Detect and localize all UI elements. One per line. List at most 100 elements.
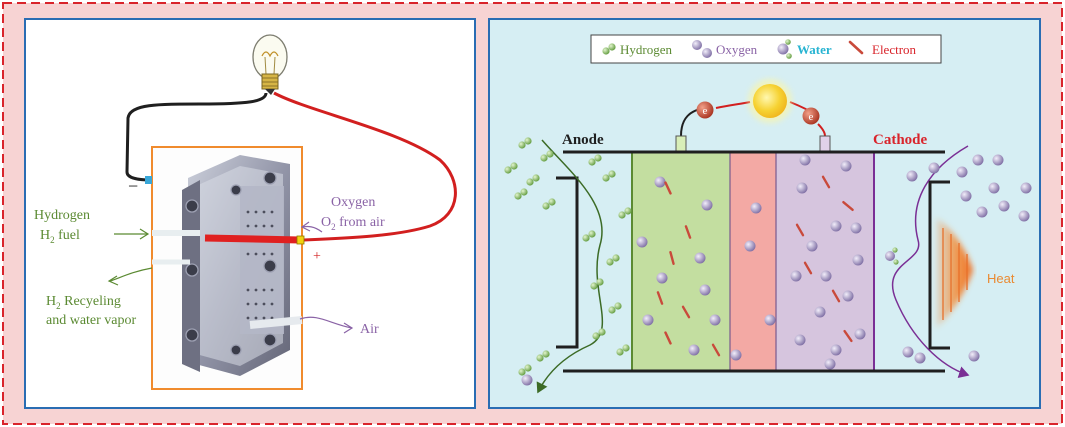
oxygen-label: Oxygen [331,195,375,210]
oxygen-atom [814,306,826,318]
fuel-cell-bolts [185,171,277,356]
hydrogen-molecule [524,137,532,145]
oxygen-atom [972,154,984,166]
plus-sign: + [313,249,321,264]
oxygen-atom [902,346,914,358]
hydrogen-molecule [598,328,606,336]
recycle-label: H2 Recyeling [46,294,121,311]
anode-bracket [556,176,579,349]
legend-electron: Electron [872,42,917,57]
negative-terminal [145,176,152,184]
oxygen-atom [656,272,668,284]
oxygen-atom [830,344,842,356]
hydrogen-molecule [612,254,620,262]
electron-particle [831,289,841,303]
oxygen-atom [694,252,706,264]
oxygen-atom [960,190,972,202]
anode-layer [632,152,730,371]
oxygen-from-air-label: O2 from air [321,215,385,232]
oxygen-atom [998,200,1010,212]
membrane-layer [730,152,776,371]
oxygen-atom [854,328,866,340]
hydrogen-molecule [622,344,630,352]
oxygen-arrow-head [300,221,311,232]
legend-box [590,34,942,64]
oxygen-atom [730,349,742,361]
heat-glow [936,218,973,328]
light-bulb-icon [252,34,288,95]
hydrogen-molecule [548,198,556,206]
oxygen-atom [521,374,533,386]
oxygen-atom [699,284,711,296]
oxygen-flow-arrow [891,145,970,378]
oxygen-atom [654,176,666,188]
oxygen-atom [830,220,842,232]
negative-wire [125,92,268,182]
recycle-arrow-head [107,275,119,286]
electron-particle [842,200,854,212]
hydrogen-molecule [614,302,622,310]
electron-icon-left [696,101,714,119]
hydrogen-molecule [536,354,544,362]
electron-particle [684,225,692,239]
oxygen-tube [204,234,301,244]
circuit-wire-right [817,123,826,137]
hydrogen-molecule [624,207,632,215]
oxygen-atom [750,202,762,214]
hydrogen-molecule [608,170,616,178]
hydrogen-fuel-label: H2 fuel [40,228,80,245]
positive-wire [273,91,457,242]
oxygen-atom [928,162,940,174]
electron-particle [795,223,805,237]
water-molecule [893,259,899,265]
oxygen-legend-icon [692,40,702,50]
heat-lines [942,228,968,320]
electron-particle [669,251,675,265]
oxygen-atom [992,154,1004,166]
electron-particle [681,305,691,319]
hydrogen-molecule [518,368,526,376]
hydrogen-molecule [514,192,522,200]
hydrogen-molecule [520,188,528,196]
hydrogen-molecule [590,282,598,290]
oxygen-legend-icon-2 [702,48,712,58]
electron-particle [711,343,721,357]
electron-particle [803,261,813,275]
oxygen-atom [914,352,926,364]
water-molecule [892,247,898,253]
positive-terminal [296,235,305,245]
oxygen-atom [636,236,648,248]
fuel-cell-device-icon [151,146,303,390]
electron-particle [843,329,853,343]
electron-particle [664,331,672,345]
oxygen-atom [976,206,988,218]
hydrogen-molecule [616,348,624,356]
hydrogen-molecule [608,306,616,314]
oxygen-atom [852,254,864,266]
hydrogen-molecule [582,234,590,242]
hydrogen-molecule [606,258,614,266]
oxygen-atom [701,199,713,211]
heat-label: Heat [987,271,1015,286]
minus-sign: − [128,176,138,196]
hydrogen-flow-arrow [536,139,604,394]
air-tube [249,316,303,329]
electron-particle [664,181,672,195]
circuit-wire-mid-left [715,101,751,109]
water-molecule [885,251,895,261]
hydrogen-molecule [532,174,540,182]
oxygen-arrow [301,225,323,233]
oxygen-atom [1020,182,1032,194]
hydrogen-molecule [618,211,626,219]
cathode-electrode [819,135,831,153]
legend-oxygen: Oxygen [716,42,758,57]
hydrogen-molecule [588,230,596,238]
water-legend-icon [777,39,792,59]
oxygen-atom [824,358,836,370]
hydrogen-molecule [602,174,610,182]
electron-symbol-right: e [809,111,814,123]
cathode-label: Cathode [873,132,928,148]
oxygen-atom [906,170,918,182]
oxygen-atom [794,334,806,346]
